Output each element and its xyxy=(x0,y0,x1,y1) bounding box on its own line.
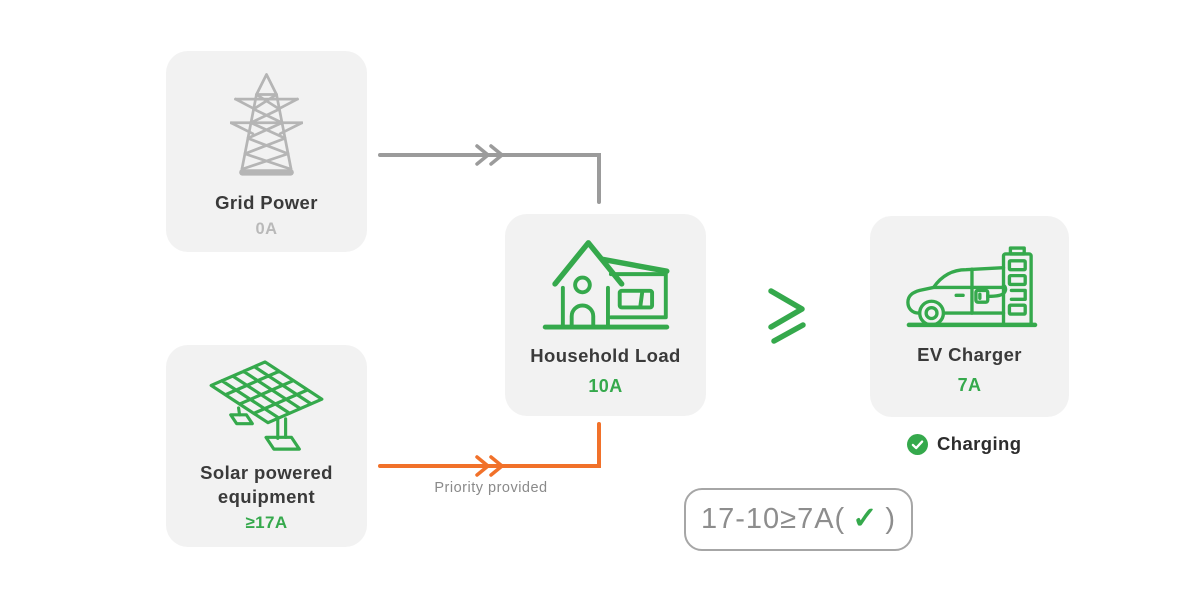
check-icon: ✓ xyxy=(852,502,879,535)
house-icon xyxy=(542,240,669,330)
double-chevron-icon xyxy=(475,455,504,477)
solar-to-household-arrow xyxy=(378,422,601,477)
grid-to-household-arrow xyxy=(378,144,601,204)
transmission-tower-icon xyxy=(230,73,303,176)
card-label: Household Load xyxy=(530,345,681,366)
formula-left-text: 17-10≥7A( xyxy=(700,503,846,535)
card-ev-charger: EV Charger 7A xyxy=(870,216,1069,417)
formula-box: 17-10≥7A( ✓ ) xyxy=(684,488,913,551)
card-solar: Solar powered equipment ≥17A xyxy=(166,345,367,547)
card-value: 0A xyxy=(255,220,278,239)
charging-status-label: Charging xyxy=(937,433,1022,454)
card-label: EV Charger xyxy=(917,344,1022,365)
card-value: ≥17A xyxy=(245,513,288,533)
greater-equal-icon xyxy=(768,288,806,344)
formula-right-text: ) xyxy=(885,503,897,535)
priority-provided-label: Priority provided xyxy=(434,480,548,496)
card-value: 7A xyxy=(957,375,982,396)
charging-status: Charging xyxy=(907,433,1021,455)
card-value: 10A xyxy=(588,376,623,397)
card-label: Grid Power xyxy=(215,192,318,213)
card-label: Solar powered equipment xyxy=(200,462,333,508)
card-grid-power: Grid Power 0A xyxy=(166,51,367,252)
double-chevron-icon xyxy=(475,144,504,166)
ev-car-charging-icon xyxy=(905,246,1037,328)
card-household-load: Household Load 10A xyxy=(505,214,706,416)
solar-panel-icon xyxy=(209,359,325,455)
check-circle-icon xyxy=(907,433,928,455)
